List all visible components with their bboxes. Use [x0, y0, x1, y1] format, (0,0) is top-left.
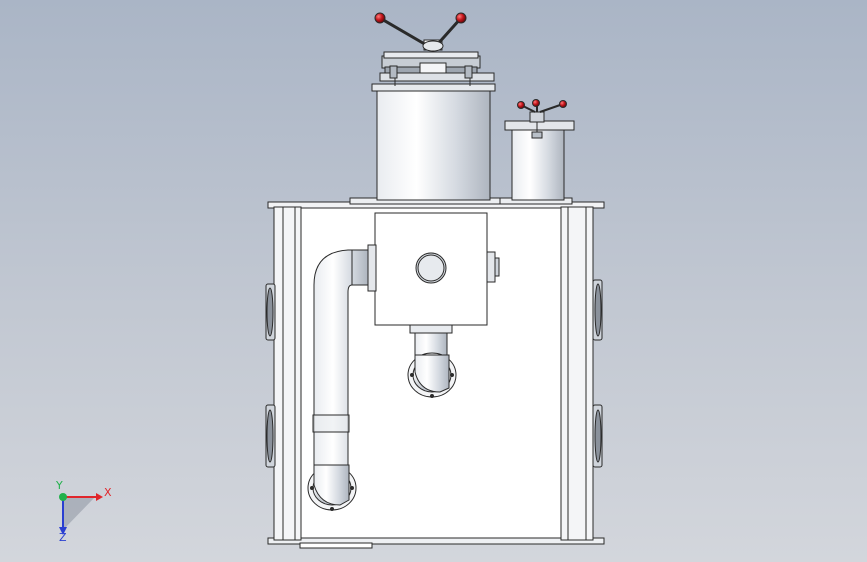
main-lid-handle	[374, 12, 467, 52]
outlet-elbow	[407, 352, 457, 398]
handle-knob-left	[374, 12, 386, 24]
y-axis-label: Y	[55, 479, 63, 492]
right-side-frame	[560, 206, 603, 541]
small-cylinder	[499, 111, 575, 205]
x-axis-label: X	[104, 486, 112, 499]
small-lid-handle	[517, 99, 567, 113]
main-cylinder	[349, 39, 511, 205]
riser-pipe	[312, 249, 369, 471]
y-axis-dot	[59, 493, 67, 501]
handle-knob-right	[455, 12, 467, 24]
z-axis-label: Z	[59, 531, 67, 544]
coordinate-triad[interactable]: X Y Z	[55, 479, 112, 544]
pump-housing	[367, 212, 500, 356]
inlet-elbow	[307, 464, 357, 511]
left-side-frame	[265, 206, 302, 541]
